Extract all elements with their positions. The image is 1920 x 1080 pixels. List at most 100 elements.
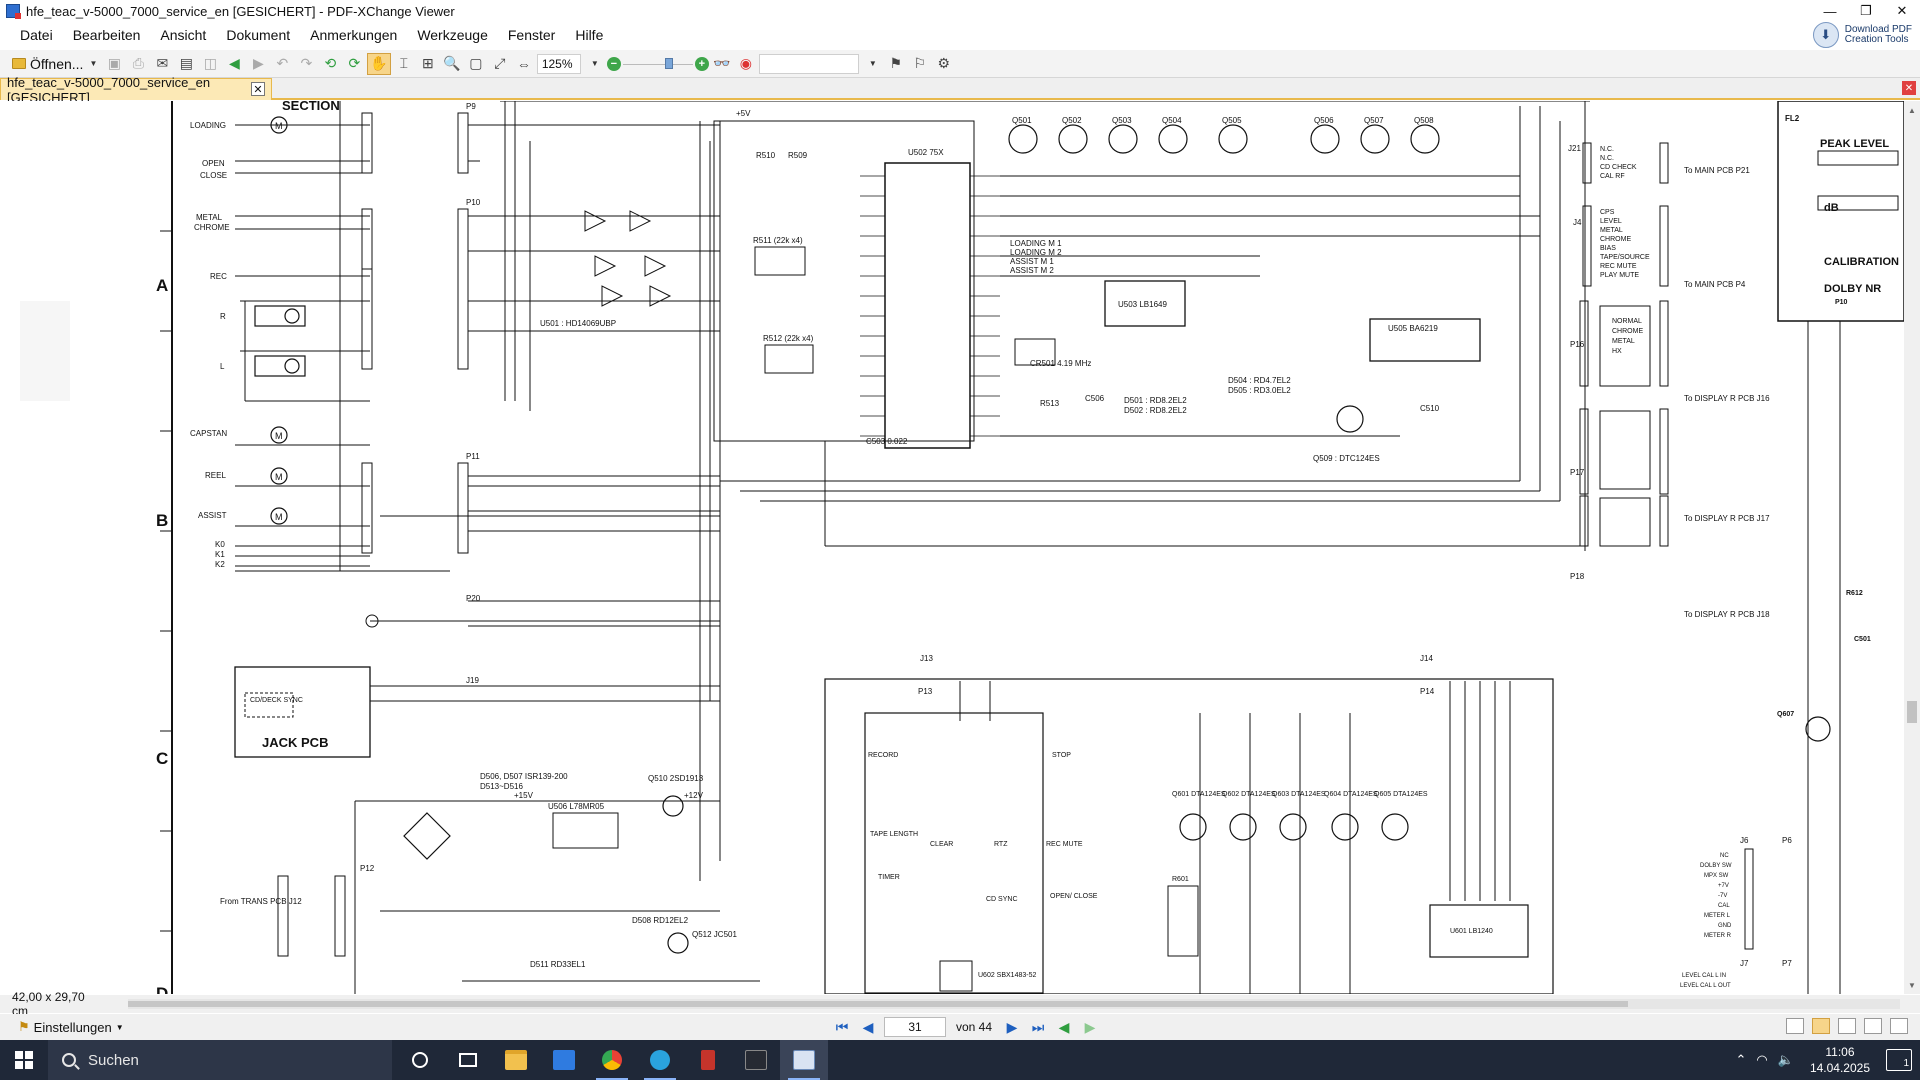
wifi-icon[interactable]: ◠ <box>1756 1052 1768 1067</box>
select-text-icon[interactable]: ⌶ <box>399 55 409 71</box>
scroll-up-icon[interactable]: ▲ <box>1908 105 1916 115</box>
horizontal-scrollbar[interactable] <box>128 999 1900 1009</box>
snapshot-icon[interactable]: ⊞ <box>421 55 434 71</box>
menu-hilfe[interactable]: Hilfe <box>575 27 604 43</box>
continuous-facing-icon[interactable] <box>1864 1018 1882 1034</box>
tab-document[interactable]: hfe_teac_v-5000_7000_service_en [GESICHE… <box>0 75 272 105</box>
chrome-icon[interactable] <box>588 1040 636 1080</box>
zoom-in-icon[interactable]: + <box>694 56 709 71</box>
label-d506: D506, D507 ISR139-200 <box>480 772 568 781</box>
zoom-slider[interactable] <box>622 54 693 74</box>
pin-p4-cps: CPS <box>1600 209 1615 216</box>
title-bar: hfe_teac_v-5000_7000_service_en [GESICHE… <box>0 0 1920 22</box>
chevron-down-icon[interactable]: ▼ <box>89 59 98 68</box>
back-icon[interactable]: ◀ <box>228 55 240 71</box>
cortana-icon[interactable] <box>396 1040 444 1080</box>
continuous-page-icon[interactable] <box>1812 1018 1830 1034</box>
tools-icon[interactable]: ⚙ <box>937 55 951 71</box>
zoom-tool-icon[interactable]: 🔍 <box>443 55 461 71</box>
chevron-up-icon[interactable]: ⌃ <box>1735 1052 1747 1067</box>
menu-datei[interactable]: Datei <box>20 27 53 43</box>
menu-bearbeiten[interactable]: Bearbeiten <box>72 27 141 43</box>
prev-page-icon[interactable]: ◀ <box>862 1018 874 1035</box>
connector-j13: J13 <box>920 654 933 663</box>
first-page-icon[interactable]: ⏮ <box>835 1018 849 1035</box>
menu-fenster[interactable]: Fenster <box>507 27 556 43</box>
mail-icon[interactable] <box>540 1040 588 1080</box>
label-q602: Q602 DTA124ES <box>1222 791 1276 798</box>
save-icon[interactable]: ▣ <box>107 55 121 71</box>
spellcheck-icon[interactable]: ◉ <box>739 55 752 71</box>
scan-icon[interactable]: ▤ <box>179 55 193 71</box>
scroll-down-icon[interactable]: ▼ <box>1908 980 1916 990</box>
zoom-out-icon[interactable]: − <box>606 56 621 71</box>
history-forward-icon[interactable]: ▶ <box>1084 1018 1096 1035</box>
vertical-scrollbar[interactable]: ▲ ▼ <box>1904 101 1920 994</box>
app-red-icon[interactable] <box>684 1040 732 1080</box>
search-prev-icon[interactable]: ⚑ <box>889 55 903 71</box>
pin-j6-p7v: +7V <box>1718 883 1729 889</box>
search-dropdown[interactable]: ▼ <box>868 59 877 68</box>
search-input[interactable] <box>758 53 859 74</box>
undo-icon[interactable]: ↶ <box>276 55 289 71</box>
close-all-icon[interactable]: ✕ <box>1902 81 1916 95</box>
open-button[interactable]: Öffnen... ▼ <box>8 53 101 75</box>
hand-tool-icon[interactable]: ✋ <box>367 52 391 75</box>
label-c510: C510 <box>1420 404 1440 413</box>
pdf-xchange-taskbar-icon[interactable] <box>780 1040 828 1080</box>
start-button[interactable] <box>0 1040 48 1080</box>
row-marker-d: D <box>156 984 168 994</box>
rotate-left-icon[interactable]: ⟲ <box>324 55 337 71</box>
connector-p13: P13 <box>918 687 933 696</box>
terminal-icon[interactable] <box>732 1040 780 1080</box>
notification-icon[interactable]: 1 <box>1886 1049 1912 1071</box>
forward-icon[interactable]: ▶ <box>252 55 264 71</box>
rotate-right-icon[interactable]: ⟳ <box>348 55 361 71</box>
menu-anmerkungen[interactable]: Anmerkungen <box>310 27 398 43</box>
next-page-icon[interactable]: ▶ <box>1006 1018 1018 1035</box>
clock[interactable]: 11:06 14.04.2025 <box>1804 1044 1876 1076</box>
restore-button[interactable]: ❐ <box>1860 3 1872 18</box>
search-next-icon[interactable]: ⚐ <box>913 55 927 71</box>
close-button[interactable]: ✕ <box>1896 3 1908 18</box>
minimize-button[interactable]: — <box>1823 3 1837 19</box>
email-icon[interactable]: ✉ <box>156 55 169 71</box>
ocr-icon[interactable]: ◫ <box>203 55 217 71</box>
vertical-scroll-thumb[interactable] <box>1907 701 1917 723</box>
close-tab-icon[interactable]: ✕ <box>251 82 265 96</box>
connector-p10: P10 <box>466 198 481 207</box>
menu-dokument[interactable]: Dokument <box>226 27 291 43</box>
horizontal-scroll-thumb[interactable] <box>128 1001 1628 1007</box>
menu-ansicht[interactable]: Ansicht <box>160 27 207 43</box>
zoom-level-field[interactable]: 125% <box>536 53 581 74</box>
download-pdf-tools-button[interactable]: ⬇ Download PDF Creation Tools <box>1812 20 1912 50</box>
actual-size-icon[interactable]: ▢ <box>469 55 483 71</box>
task-view-icon[interactable] <box>444 1040 492 1080</box>
fit-page-icon[interactable]: ⤢ <box>494 55 506 71</box>
label-q605: Q605 DTA124ES <box>1374 791 1428 798</box>
page-number-input[interactable]: 31 <box>884 1017 946 1037</box>
facing-page-icon[interactable] <box>1838 1018 1856 1034</box>
volume-icon[interactable]: 🔈 <box>1777 1052 1794 1067</box>
zoom-slider-thumb[interactable] <box>664 57 673 69</box>
connector-p20: P20 <box>466 594 481 603</box>
last-page-icon[interactable]: ⏭ <box>1031 1018 1045 1035</box>
menu-werkzeuge[interactable]: Werkzeuge <box>417 27 488 43</box>
taskbar-search[interactable]: Suchen <box>48 1040 392 1080</box>
label-l: L <box>220 362 225 371</box>
tools-toggle-icon[interactable] <box>1890 1018 1908 1034</box>
single-page-icon[interactable] <box>1786 1018 1804 1034</box>
settings-label: Einstellungen <box>33 1019 112 1035</box>
file-explorer-icon[interactable] <box>492 1040 540 1080</box>
binoculars-icon[interactable]: 👓 <box>713 55 731 71</box>
label-u505: U505 BA6219 <box>1388 324 1438 333</box>
redo-icon[interactable]: ↷ <box>300 55 313 71</box>
history-back-icon[interactable]: ◀ <box>1058 1018 1070 1035</box>
label-loading-m1: LOADING M 1 <box>1010 239 1062 248</box>
fit-width-icon[interactable]: ⇔ <box>516 55 531 72</box>
settings-button[interactable]: ⚑ Einstellungen ▼ <box>0 1019 124 1035</box>
print-icon[interactable]: ⎙ <box>132 55 144 71</box>
document-view[interactable]: A B C D SECTION LOADING OPEN CLOSE METAL… <box>0 101 1920 994</box>
zoom-dropdown[interactable]: ▼ <box>590 59 599 68</box>
telegram-icon[interactable] <box>636 1040 684 1080</box>
